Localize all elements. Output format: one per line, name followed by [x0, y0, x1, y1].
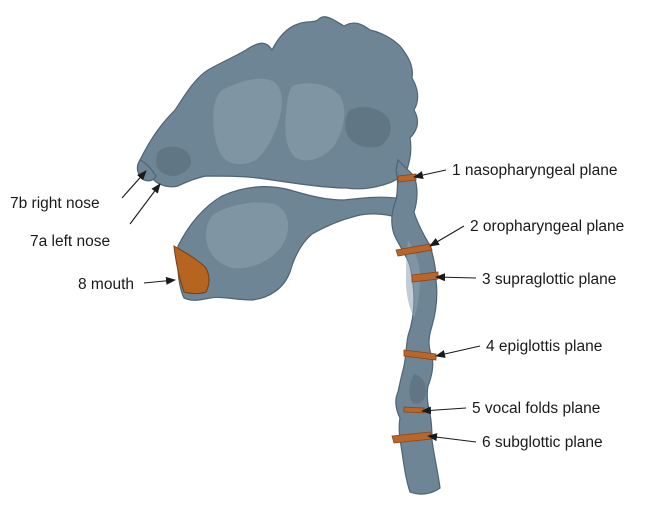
label-subglottic: 6 subglottic plane: [482, 434, 603, 451]
arrow-right-nose: [122, 171, 146, 198]
arrow-nasopharyngeal: [414, 170, 446, 177]
label-mouth: 8 mouth: [78, 276, 134, 293]
airway-model: [137, 17, 440, 494]
label-epiglottis: 4 epiglottis plane: [486, 338, 602, 355]
label-vocal-folds: 5 vocal folds plane: [472, 400, 600, 417]
label-supraglottic: 3 supraglottic plane: [482, 271, 616, 288]
arrow-left-nose: [130, 184, 160, 224]
arrow-mouth: [144, 280, 175, 283]
arrow-subglottic: [428, 436, 476, 442]
arrow-oropharyngeal: [430, 226, 464, 246]
arrow-supraglottic: [436, 277, 476, 278]
label-right-nose: 7b right nose: [10, 195, 100, 212]
arrow-epiglottis: [436, 346, 480, 356]
label-left-nose: 7a left nose: [30, 233, 110, 250]
plane-5-vocal-folds: [404, 407, 424, 413]
label-nasopharyngeal: 1 nasopharyngeal plane: [452, 162, 617, 179]
label-oropharyngeal: 2 oropharyngeal plane: [470, 218, 624, 235]
pharynx-trachea: [392, 160, 440, 494]
